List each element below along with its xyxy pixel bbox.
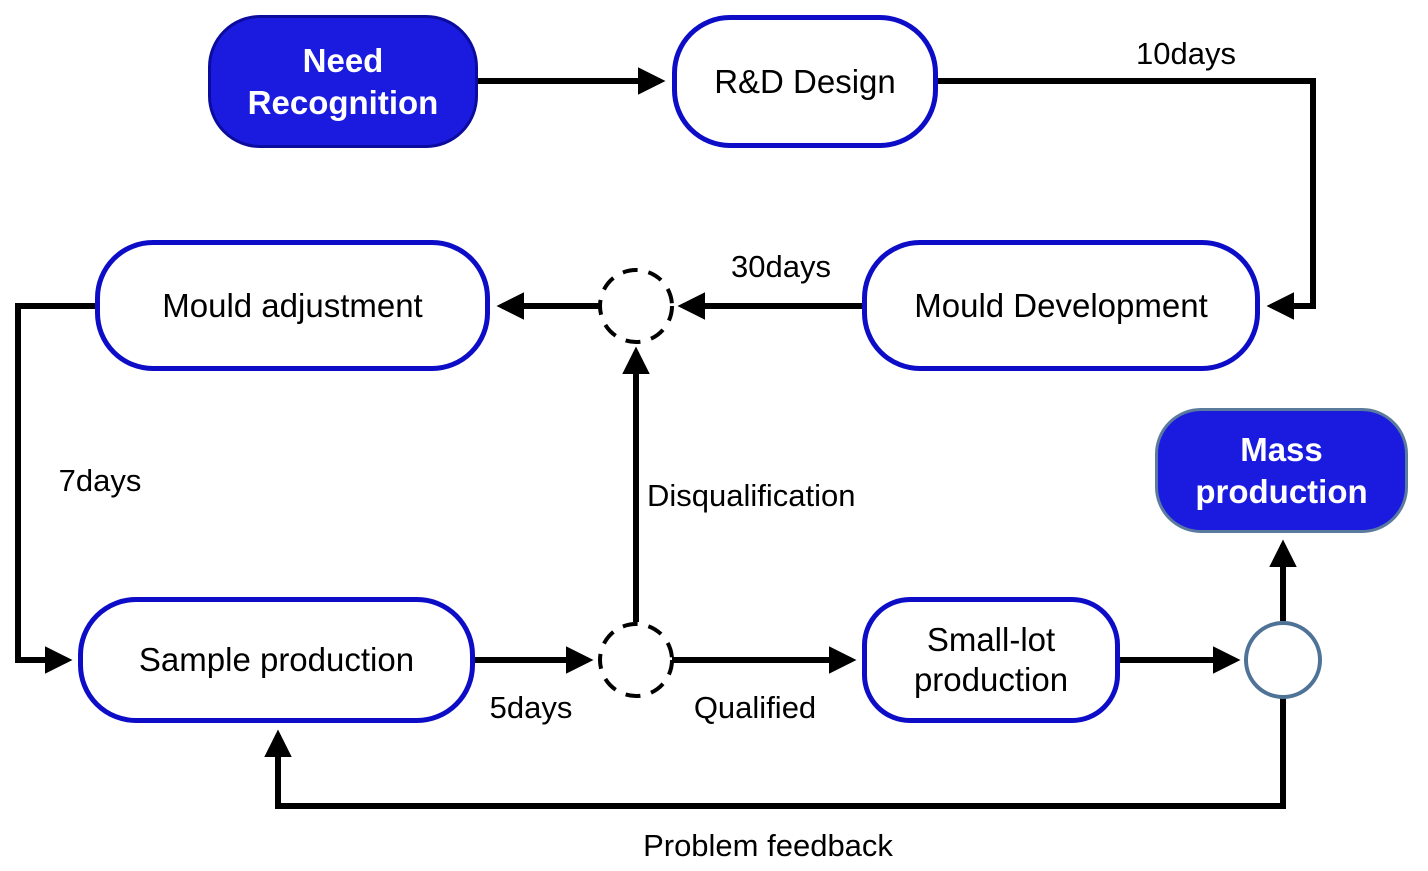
node-rd-design-label: R&D Design (714, 62, 896, 100)
edge-label-qualified: Qualified (693, 690, 817, 725)
edge-rd-to-mould-dev (938, 78, 1316, 320)
node-need-recognition: Need Recognition (208, 15, 478, 148)
edge-problem-feedback (264, 698, 1286, 809)
junction-quality-check (598, 622, 674, 698)
node-mould-adjustment-label: Mould adjustment (162, 286, 423, 324)
node-mass-production: Mass production (1155, 408, 1408, 533)
junction-mould-loop (598, 268, 674, 344)
edge-label-7days: 7days (58, 463, 142, 498)
node-rd-design: R&D Design (672, 15, 938, 148)
node-small-lot-production-label: Small-lot production (913, 620, 1069, 698)
edge-label-5days: 5days (489, 690, 573, 725)
edge-mould-adj-to-sample (15, 303, 95, 674)
edge-label-problem-feedback: Problem feedback (643, 828, 893, 863)
node-mould-development: Mould Development (862, 240, 1260, 371)
edge-label-disqualification: Disqualification (647, 478, 856, 513)
junction-mass-split (1244, 621, 1322, 699)
edge-label-30days: 30days (731, 249, 831, 284)
node-sample-production-label: Sample production (138, 641, 415, 679)
node-sample-production: Sample production (78, 597, 475, 723)
node-mould-development-label: Mould Development (914, 286, 1208, 324)
node-mould-adjustment: Mould adjustment (95, 240, 490, 371)
node-need-recognition-label: Need Recognition (247, 41, 439, 121)
edge-label-10days: 10days (1136, 36, 1236, 71)
node-small-lot-production: Small-lot production (862, 597, 1120, 723)
node-mass-production-label: Mass production (1195, 430, 1368, 510)
